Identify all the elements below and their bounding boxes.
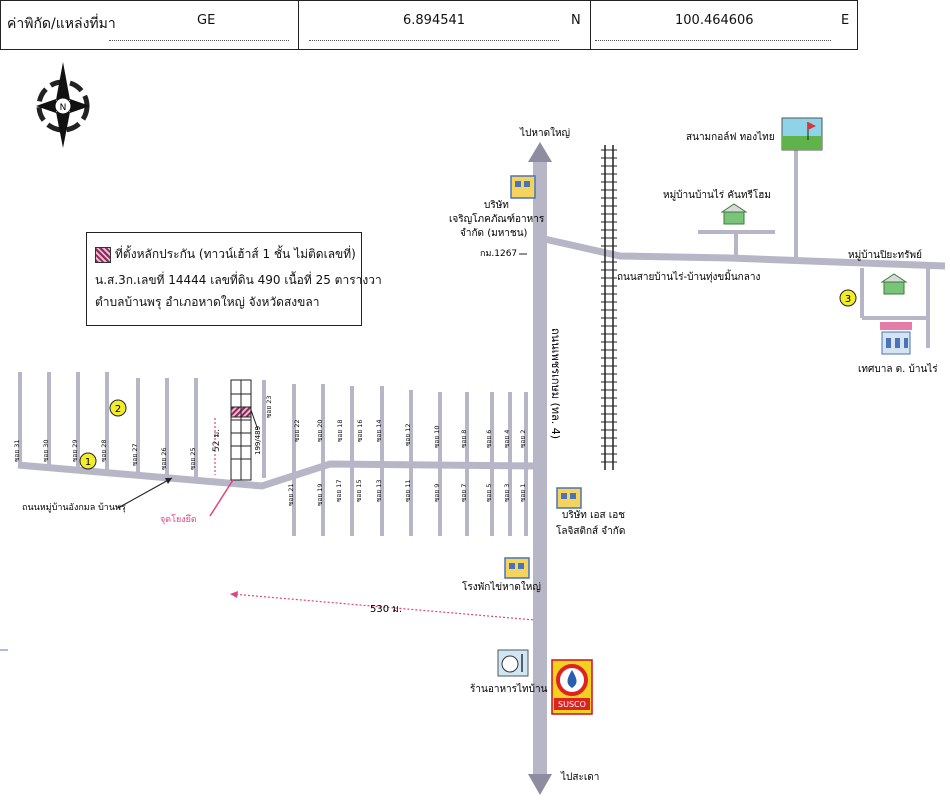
svg-text:ซอย 8: ซอย 8 [460,430,468,448]
municipality-building-icon [880,322,912,355]
legend-line-2: น.ส.3ก.เลขที่ 14444 เลขที่ดิน 490 เนื้อท… [95,273,382,287]
south-direction-label: ไปสะเดา [560,771,599,783]
village-house-icon [880,273,908,295]
marker-3: 3 [839,289,857,307]
svg-text:ซอย 15: ซอย 15 [355,480,363,502]
station-name: SUSCO [558,700,586,709]
svg-text:ซอย 3: ซอย 3 [503,484,511,502]
warehouse-icon [556,487,582,509]
highway [528,142,552,795]
west-road [17,460,541,490]
km-label: กม.1267 [480,249,517,259]
legend-line-3: ตำบลบ้านพรุ อำเภอหาดใหญ่ จังหวัดสงขลา [95,295,320,309]
restaurant-label: ร้านอาหารไทบ้าน [470,683,548,695]
municipality-label: เทศบาล ต. บ้านไร่ [858,363,938,375]
railway-track [601,145,617,470]
restaurant-icon [497,649,529,677]
svg-text:ซอย 31: ซอย 31 [13,440,21,462]
legend-line-1: ที่ตั้งหลักประกัน (ทาวน์เฮ้าส์ 1 ชั้น ไม… [115,247,356,261]
gas-station-logo-icon: SUSCO [551,659,593,715]
svg-text:ซอย 19: ซอย 19 [316,484,324,506]
svg-text:ซอย 20: ซอย 20 [316,420,324,442]
highway-label: ถนนเพชรเกษม (ทล. 4) [549,328,562,439]
marker-2: 2 [109,399,127,417]
marker-1: 1 [79,452,97,470]
coordinate-header: ค่าพิกัด/แหล่งที่มา GE 6.894541 N 100.46… [0,0,858,50]
svg-text:ซอย 2: ซอย 2 [519,430,527,448]
svg-text:ซอย 29: ซอย 29 [71,440,79,462]
svg-text:ซอย 1: ซอย 1 [519,484,527,502]
company2-label-a: บริษัท เอส เอช [562,510,625,521]
golf-course-icon [781,117,823,151]
village2-label: หมู่บ้านปิยะทรัพย์ [848,249,922,261]
start-point-pointer [209,479,234,517]
svg-text:2: 2 [115,404,121,415]
svg-text:ซอย 21: ซอย 21 [287,484,295,506]
svg-text:ซอย 23: ซอย 23 [265,396,273,418]
east-road-label: ถนนสายบ้านไร่-บ้านทุ่งขมิ้นกลาง [617,269,760,283]
svg-text:ซอย 6: ซอย 6 [485,430,493,448]
factory-label: โรงพักไข่หาดใหญ่ [462,580,541,593]
compass-rose-icon: N [36,62,90,148]
collateral-swatch-icon [95,246,111,263]
longitude-value: 100.464606 [675,13,754,28]
svg-text:ซอย 28: ซอย 28 [100,440,108,462]
distance-52-label: 52 ม. [212,429,222,452]
svg-text:ซอย 27: ซอย 27 [131,444,139,466]
compass-letter: N [60,103,67,113]
svg-text:3: 3 [845,294,851,305]
svg-text:ซอย 30: ซอย 30 [42,440,50,462]
svg-text:ซอย 11: ซอย 11 [404,480,412,502]
distance-530-line [231,593,536,621]
svg-text:ซอย 18: ซอย 18 [336,420,344,442]
latitude-value: 6.894541 [403,13,466,28]
svg-text:ซอย 22: ซอย 22 [293,420,301,442]
svg-text:ซอย 5: ซอย 5 [485,484,493,502]
svg-text:ซอย 10: ซอย 10 [433,426,441,448]
svg-text:ซอย 12: ซอย 12 [404,424,412,446]
west-road-pointer [117,477,173,509]
factory-icon [504,557,530,579]
company2-label-b: โลจิสติกส์ จำกัด [556,524,625,537]
map-canvas: N [0,62,946,795]
longitude-cell: 100.464606 E [591,1,857,49]
village-house-icon [720,203,748,225]
coordinate-label: ค่าพิกัด/แหล่งที่มา [7,16,116,32]
svg-text:1: 1 [85,457,91,468]
svg-text:ซอย 14: ซอย 14 [375,420,383,442]
company1-label-a: บริษัท [484,200,509,211]
legend-box: ที่ตั้งหลักประกัน (ทาวน์เฮ้าส์ 1 ชั้น ไม… [86,232,382,326]
svg-text:ซอย 4: ซอย 4 [503,430,511,448]
north-direction-label: ไปหาดใหญ่ [519,127,570,139]
soi-labels: ซอย 31 ซอย 30 ซอย 29 ซอย 28 ซอย 27 ซอย 2… [13,396,527,506]
svg-text:ซอย 17: ซอย 17 [335,480,343,502]
svg-text:ซอย 26: ซอย 26 [160,448,168,470]
svg-text:ซอย 13: ซอย 13 [375,480,383,502]
side-streets [18,372,528,536]
source-cell: ค่าพิกัด/แหล่งที่มา GE [1,1,299,49]
distance-530-label: 530 ม. [370,604,402,615]
start-point-label: จุดโยงยึด [160,514,197,525]
townhouse-block [230,379,259,481]
east-road [539,234,946,270]
svg-text:ซอย 9: ซอย 9 [433,484,441,502]
svg-text:ซอย 16: ซอย 16 [356,420,364,442]
latitude-cell: 6.894541 N [299,1,591,49]
factory-icon [510,175,536,199]
source-value: GE [197,13,216,28]
company1-label-b: เจริญโภคภัณฑ์อาหาร [449,212,545,225]
west-road-label: ถนนหมู่บ้านอังกมล บ้านพรุ [22,502,126,513]
latitude-unit: N [571,13,581,28]
longitude-unit: E [841,13,850,28]
svg-text:ซอย 7: ซอย 7 [460,484,468,502]
house-number: 199/489 [254,426,262,455]
company1-label-c: จำกัด (มหาชน) [460,228,528,239]
golf-label: สนามกอล์ฟ ทองไทย [686,131,775,143]
svg-text:ซอย 25: ซอย 25 [189,448,197,470]
village1-label: หมู่บ้านบ้านไร่ คันทรีโฮม [663,188,771,201]
